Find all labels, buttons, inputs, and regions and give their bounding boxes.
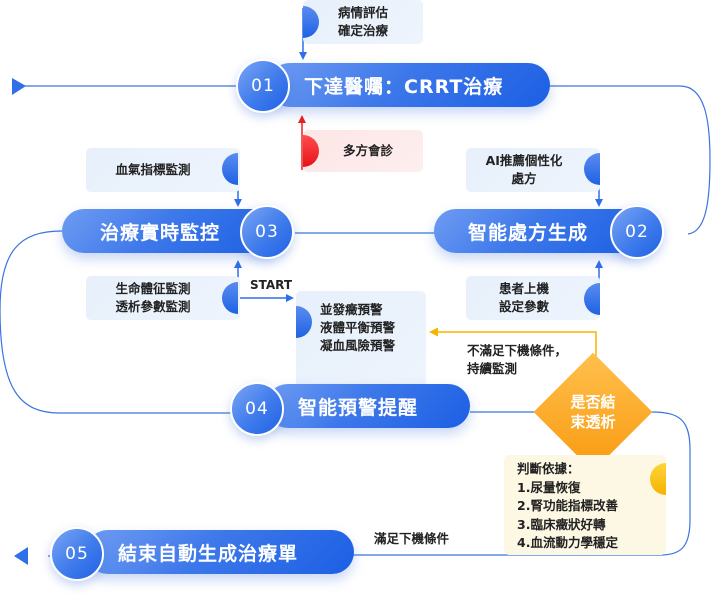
decision-line1: 是否結: [570, 393, 616, 411]
criteria-item-2: 2.腎功能指標改善: [517, 498, 618, 513]
step-04-pill[interactable]: 智能預警提醒: [266, 384, 470, 428]
step-04-number: 04: [230, 382, 284, 436]
card-alerts-line1: 並發癥預警: [320, 302, 383, 317]
criteria-item-3: 3.臨床癥狀好轉: [517, 516, 606, 532]
start-label: START: [250, 278, 293, 292]
criteria-box: 判斷依據： 1.尿量恢復 2.腎功能指標改善 3.臨床癥狀好轉 4.血流動力學穩…: [504, 455, 666, 555]
step-03-title: 治療實時監控: [100, 221, 221, 244]
criteria-title: 判斷依據：: [517, 461, 580, 476]
step-05-number: 05: [50, 527, 104, 581]
card-blood-gas-text: 血氣指標監測: [115, 162, 191, 177]
card-ai-line1: AI推薦個性化: [485, 153, 563, 168]
card-ai-tab: [584, 153, 600, 185]
card-mdt: 多方會診: [303, 130, 423, 172]
card-ai-line2: 處方: [511, 171, 537, 186]
decision-text: 是否結 束透析: [558, 392, 628, 432]
step-02-title: 智能處方生成: [468, 221, 589, 244]
card-alerts-line3: 凝血風險預警: [320, 338, 396, 353]
card-setup-line2: 設定參數: [498, 299, 549, 314]
card-alerts-line2: 液體平衡預警: [320, 320, 396, 335]
line-decision-to-05: [345, 411, 691, 556]
card-alerts: 並發癥預警 液體平衡預警 凝血風險預警: [296, 291, 426, 391]
start-triangle-icon: [12, 78, 26, 95]
card-setup-tab: [584, 283, 600, 315]
card-mdt-text: 多方會診: [342, 143, 393, 158]
card-patient-setup: 患者上機 設定參數: [466, 276, 600, 320]
step-01-number: 01: [236, 59, 290, 113]
card-blood-gas-tab: [222, 153, 238, 185]
step-01-title: 下達醫囑：CRRT治療: [304, 75, 504, 98]
card-disease-eval-line2: 確定治療: [337, 23, 388, 38]
decision-line2: 束透析: [570, 413, 616, 431]
card-blood-gas: 血氣指標監測: [86, 148, 240, 192]
card-mdt-tab: [303, 135, 319, 167]
step-04-title: 智能預警提醒: [298, 396, 419, 419]
step-05-title: 結束自動生成治療單: [118, 542, 299, 565]
card-vitals-line1: 生命體征監測: [115, 281, 191, 296]
card-vitals: 生命體征監測 透析參數監測: [86, 276, 240, 320]
step-02-pill[interactable]: 智能處方生成: [434, 209, 644, 253]
line-01-to-02: [548, 85, 711, 235]
met-label: 滿足下機條件: [374, 531, 450, 546]
card-vitals-line2: 透析參數監測: [115, 299, 191, 314]
step-03-number: 03: [240, 205, 294, 259]
line-03-to-04: [0, 230, 232, 414]
step-05-pill[interactable]: 結束自動生成治療單: [86, 530, 354, 574]
card-vitals-tab: [222, 282, 238, 314]
card-ai-recommend: AI推薦個性化 處方: [466, 148, 600, 192]
criteria-tab: [650, 463, 666, 495]
step-01-pill[interactable]: 下達醫囑：CRRT治療: [268, 63, 550, 107]
not-met-line2: 持續監測: [467, 361, 518, 376]
end-triangle-icon: [14, 547, 28, 565]
not-met-label: 不滿足下機條件， 持續監測: [467, 342, 567, 378]
not-met-line1: 不滿足下機條件，: [467, 343, 568, 358]
criteria-item-4: 4.血流動力學穩定: [517, 535, 618, 550]
card-alerts-tab: [296, 306, 312, 338]
card-disease-eval: 病情評估 確定治療: [303, 0, 423, 44]
criteria-item-1: 1.尿量恢復: [517, 479, 581, 495]
step-02-number: 02: [610, 205, 664, 259]
card-setup-line1: 患者上機: [498, 281, 549, 296]
card-disease-eval-tab: [303, 6, 319, 38]
card-disease-eval-line1: 病情評估: [337, 5, 388, 20]
